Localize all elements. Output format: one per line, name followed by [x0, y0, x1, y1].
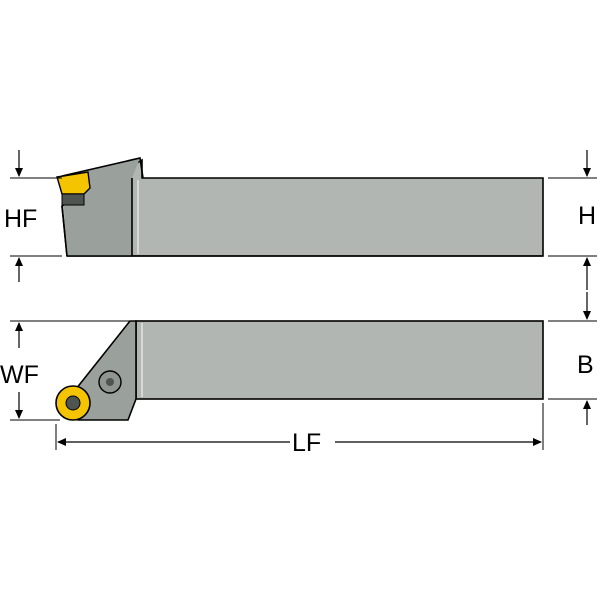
clamp-screw-socket	[106, 378, 114, 386]
hf-arrowhead-top	[15, 168, 23, 177]
dimension-lines: HF H B WF LF	[0, 150, 597, 457]
wf-arrowhead-top	[15, 322, 23, 331]
round-insert-hole	[65, 395, 81, 411]
hf-label: HF	[4, 205, 37, 233]
side-view	[56, 157, 544, 257]
side-view-insert	[56, 171, 91, 195]
wf-arrowhead-bottom	[15, 410, 23, 419]
side-view-shim	[61, 193, 85, 206]
b-arrowhead-top	[583, 311, 591, 320]
side-view-left-edge	[61, 205, 68, 257]
lf-arrowhead-right	[533, 438, 542, 446]
lf-arrowhead-left	[57, 438, 66, 446]
b-label: B	[577, 351, 594, 379]
lf-label: LF	[292, 429, 321, 457]
wf-label: WF	[0, 361, 39, 389]
side-view-shank	[61, 158, 544, 257]
b-arrowhead-bottom	[583, 400, 591, 409]
hf-arrowhead-bottom	[15, 257, 23, 266]
h-arrowhead-bottom	[583, 257, 591, 266]
h-label: H	[578, 202, 596, 230]
top-view-shank	[135, 320, 544, 400]
side-view-head-edge	[61, 157, 144, 179]
h-arrowhead-top	[583, 168, 591, 177]
top-view	[55, 320, 544, 421]
